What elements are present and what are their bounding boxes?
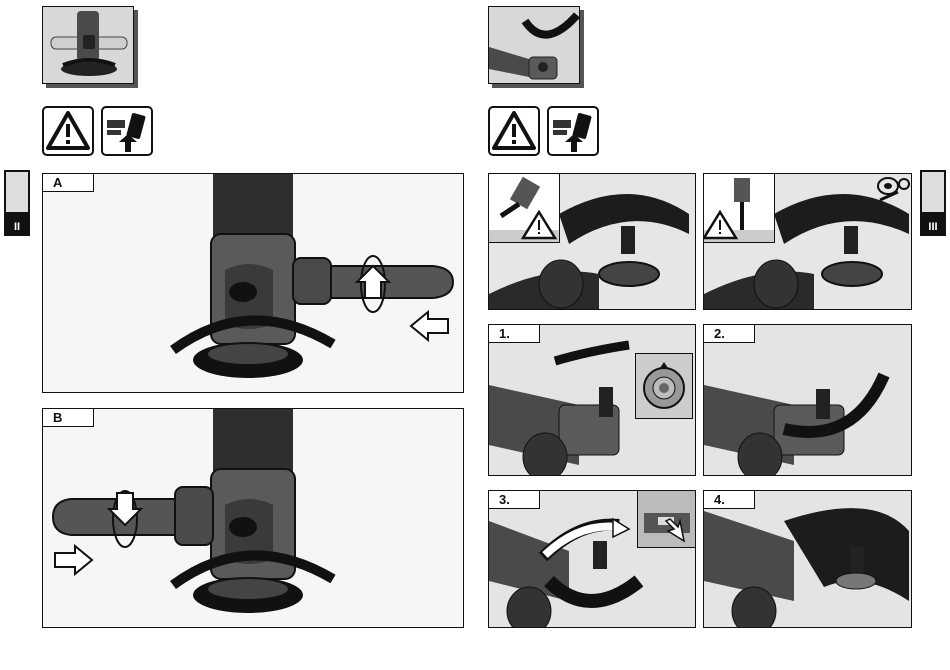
section-tab-label: II bbox=[4, 221, 30, 233]
disc-wrench-icon bbox=[876, 174, 912, 206]
spindle-photo-tools bbox=[703, 173, 912, 310]
spindle-photo-warning bbox=[488, 173, 696, 310]
step-4-panel: 4. bbox=[703, 490, 912, 628]
step-2-label: 2. bbox=[704, 325, 755, 343]
overview-photo-right bbox=[488, 6, 580, 84]
step-2-illustration bbox=[704, 325, 911, 475]
panel-a-illustration bbox=[43, 174, 463, 392]
step-1-panel: 1. bbox=[488, 324, 696, 476]
unplug-battery-icon bbox=[547, 106, 599, 156]
panel-b-label: B bbox=[43, 409, 94, 427]
section-tab-thumbnail bbox=[922, 172, 944, 212]
section-tab-thumbnail bbox=[6, 172, 28, 212]
guard-alignment-inset bbox=[635, 353, 693, 419]
panel-a-label: A bbox=[43, 174, 94, 192]
panel-b: B bbox=[42, 408, 464, 628]
step-4-illustration bbox=[704, 491, 911, 627]
warning-triangle-icon bbox=[488, 106, 540, 156]
step-3-panel: 3. bbox=[488, 490, 696, 628]
overview-photo-left bbox=[42, 6, 134, 84]
section-tab-ii: II bbox=[4, 170, 30, 236]
step-3-label: 3. bbox=[489, 491, 540, 509]
unplug-warning-inset bbox=[704, 174, 775, 243]
guard-removal-illustration bbox=[489, 7, 580, 84]
panel-a: A bbox=[42, 173, 464, 393]
grinder-with-handle-illustration bbox=[43, 7, 134, 84]
section-tab-label: III bbox=[920, 221, 946, 233]
unplug-battery-icon bbox=[101, 106, 153, 156]
step-2-panel: 2. bbox=[703, 324, 912, 476]
step-1-label: 1. bbox=[489, 325, 540, 343]
guard-lock-inset bbox=[637, 491, 696, 548]
warning-triangle-icon bbox=[42, 106, 94, 156]
section-tab-iii: III bbox=[920, 170, 946, 236]
panel-b-illustration bbox=[43, 409, 463, 627]
unplug-warning-inset bbox=[489, 174, 560, 243]
step-4-label: 4. bbox=[704, 491, 755, 509]
